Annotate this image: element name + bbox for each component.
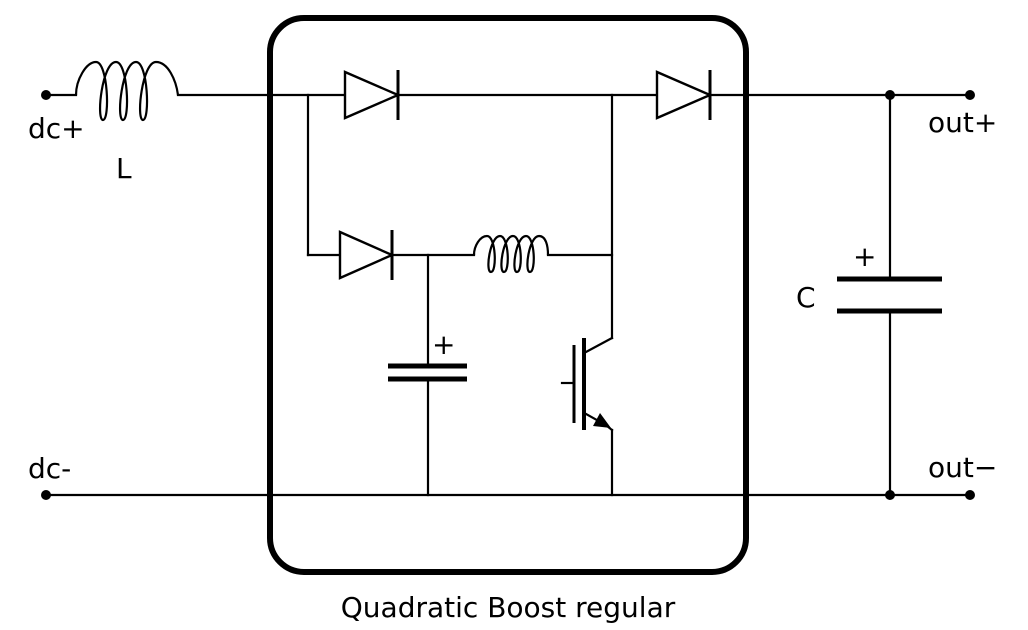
inductor-inner [472, 234, 550, 274]
terminal-dc-plus [41, 90, 51, 100]
label-inductor-L: L [116, 152, 132, 185]
terminal-out-minus [965, 490, 975, 500]
label-out-minus: out− [928, 451, 997, 484]
terminal-dc-minus [41, 490, 51, 500]
inductor-L [74, 60, 180, 122]
junction-cap-top [885, 90, 895, 100]
label-cap-out-plus: + [853, 240, 876, 273]
terminal-out-plus [965, 90, 975, 100]
label-capacitor-C: C [796, 281, 816, 314]
diode-d2 [338, 230, 395, 280]
caption: Quadratic Boost regular [341, 591, 676, 624]
junction-cap-bottom [885, 490, 895, 500]
diode-d3 [655, 70, 714, 120]
module-box [267, 15, 749, 575]
label-dc-minus: dc- [28, 452, 71, 485]
label-cap-inner-plus: + [432, 328, 455, 361]
label-dc-plus: dc+ [28, 112, 85, 145]
igbt-switch [560, 336, 614, 497]
label-out-plus: out+ [928, 106, 997, 139]
diode-d1 [343, 70, 402, 120]
